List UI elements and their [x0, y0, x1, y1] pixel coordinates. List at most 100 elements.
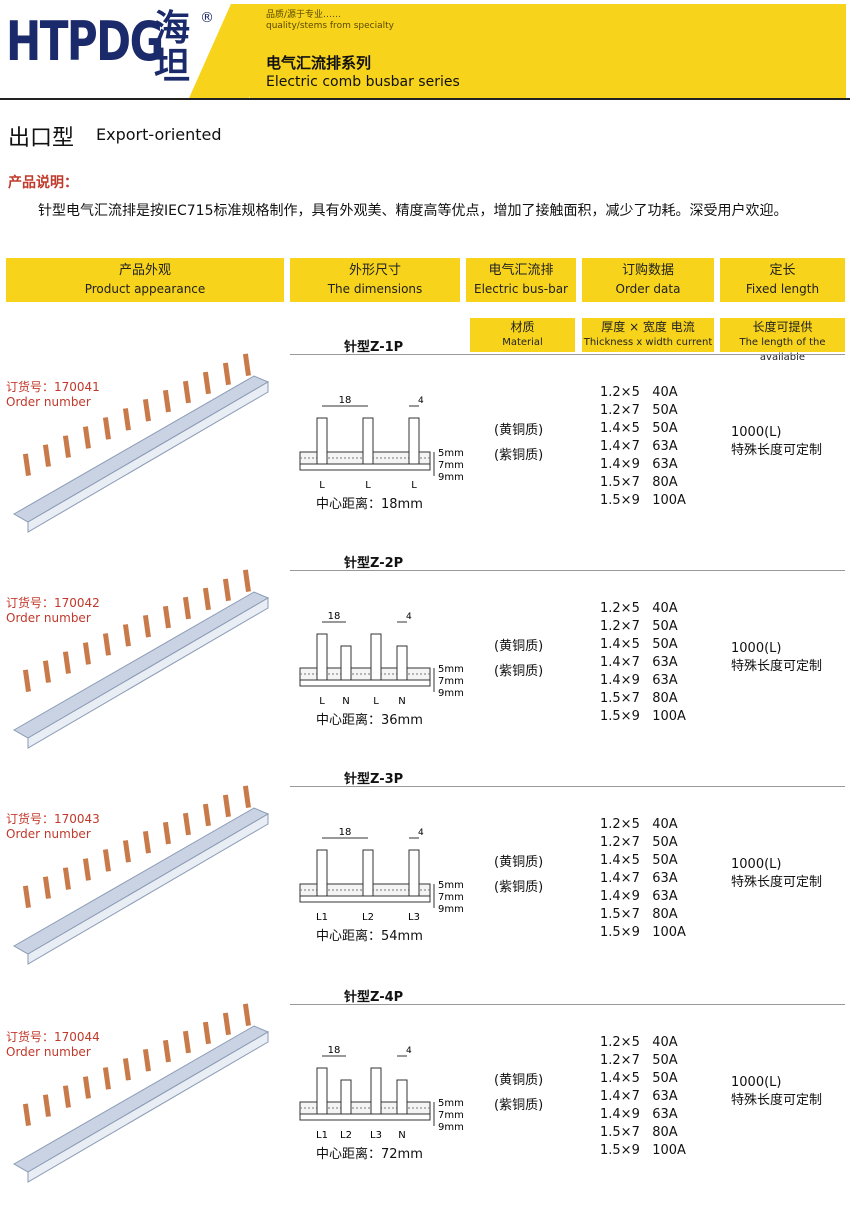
material-item: (紫铜质): [494, 1098, 544, 1113]
center-distance: 中心距离：36mm: [316, 713, 423, 728]
section-rule: [290, 1004, 845, 1005]
spec-item: 1.4×9 63A: [600, 1107, 678, 1122]
pin: [162, 1039, 171, 1063]
product-image: [4, 562, 274, 756]
product-image-4: [12, 1003, 270, 1183]
spec-item: 1.5×9 100A: [600, 709, 686, 724]
pin: [82, 426, 91, 449]
spec-item: 1.2×5 40A: [600, 385, 678, 400]
product-image: [4, 778, 274, 972]
pin: [202, 371, 211, 395]
header-rule: [0, 98, 850, 100]
pole-label: L3: [370, 1130, 382, 1141]
spec-item: 1.4×7 63A: [600, 655, 678, 670]
spec-item: 1.5×7 80A: [600, 691, 678, 706]
spec-item: 1.5×9 100A: [600, 925, 686, 940]
pin: [202, 1021, 211, 1045]
pole-label: L: [373, 696, 379, 707]
center-distance: 中心距离：54mm: [316, 929, 423, 944]
pin: [22, 669, 31, 692]
svg-text:9mm: 9mm: [438, 688, 464, 699]
pin: [222, 362, 231, 386]
spec-item: 1.5×9 100A: [600, 1143, 686, 1158]
product-image-1: [12, 353, 270, 533]
length-info: 1000(L)特殊长度可定制: [731, 857, 823, 890]
pole-label: N: [342, 696, 349, 707]
slogan-en: quality/stems from specialty: [266, 21, 394, 31]
page-title-cn: 出口型: [8, 126, 75, 151]
section-rule: [290, 354, 845, 355]
spec-item: 1.4×9 63A: [600, 673, 678, 688]
pin: [22, 1103, 31, 1127]
material-item: (紫铜质): [494, 664, 544, 679]
pin: [242, 569, 251, 592]
spec-item: 1.2×7 50A: [600, 619, 678, 634]
pin: [182, 380, 191, 404]
pin: [182, 1030, 191, 1054]
pin: [142, 1048, 151, 1072]
svg-text:18: 18: [339, 827, 352, 838]
svg-text:7mm: 7mm: [438, 892, 464, 903]
pin: [82, 858, 91, 881]
spec-item: 1.2×7 50A: [600, 835, 678, 850]
svg-text:5mm: 5mm: [438, 1098, 464, 1109]
product-name: 针型Z-3P: [344, 772, 404, 787]
spec-item: 1.2×7 50A: [600, 1053, 678, 1068]
svg-text:5mm: 5mm: [438, 448, 464, 459]
product-image-2: [12, 569, 270, 749]
pin: [242, 785, 251, 808]
pin: [242, 1003, 251, 1026]
pin: [142, 830, 151, 854]
spec-item: 1.4×5 50A: [600, 853, 678, 868]
pin: [42, 876, 51, 899]
product-name: 针型Z-4P: [344, 990, 404, 1005]
spec-item: 1.2×5 40A: [600, 817, 678, 832]
material-item: (紫铜质): [494, 448, 544, 463]
pin: [202, 803, 211, 827]
pin: [142, 398, 151, 422]
spec-item: 1.4×9 63A: [600, 457, 678, 472]
spec-item: 1.5×7 80A: [600, 1125, 678, 1140]
pin: [102, 633, 111, 656]
slogan: 品质/源于专业…… quality/stems from specialty: [266, 10, 394, 32]
product-name: 针型Z-2P: [344, 556, 404, 571]
pin: [62, 651, 71, 674]
spec-item: 1.2×7 50A: [600, 403, 678, 418]
svg-text:7mm: 7mm: [438, 1110, 464, 1121]
description-text: 针型电气汇流排是按IEC715标准规格制作，具有外观美、精度高等优点，增加了接触…: [38, 203, 788, 219]
header: HTPDG 海坦 ® 品质/源于专业…… quality/stems from …: [0, 0, 850, 98]
pole-label: N: [398, 696, 405, 707]
pin: [122, 408, 131, 431]
center-distance: 中心距离：72mm: [316, 1147, 423, 1162]
spec-item: 1.5×9 100A: [600, 493, 686, 508]
brand-logo-cn: 海坦: [154, 8, 191, 87]
pin: [122, 624, 131, 647]
pin: [42, 444, 51, 467]
pin: [102, 849, 111, 872]
pole-label: L1: [316, 1130, 328, 1141]
pin: [222, 794, 231, 818]
pin: [22, 885, 31, 908]
pin: [142, 614, 151, 638]
pole-label: L: [319, 480, 325, 491]
spec-item: 1.2×5 40A: [600, 1035, 678, 1050]
spec-item: 1.4×9 63A: [600, 889, 678, 904]
svg-text:4: 4: [406, 612, 412, 622]
svg-text:5mm: 5mm: [438, 664, 464, 675]
slogan-cn: 品质/源于专业……: [266, 10, 342, 20]
material-list: (黄铜质)(紫铜质): [494, 418, 543, 468]
pin: [82, 1076, 91, 1099]
description-heading: 产品说明：: [8, 175, 78, 191]
